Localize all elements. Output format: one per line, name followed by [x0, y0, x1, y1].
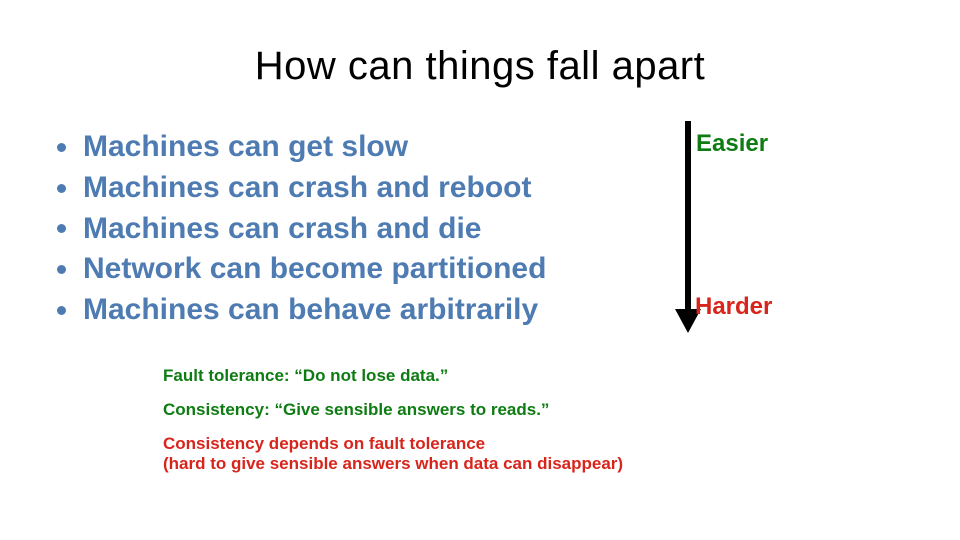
bullet-item-label: Machines can get slow — [83, 130, 409, 164]
bullet-icon — [57, 305, 66, 315]
bullet-item: Network can become partitioned — [57, 249, 546, 290]
note-fault-tolerance: Fault tolerance: “Do not lose data.” — [163, 366, 449, 385]
bullet-icon — [57, 142, 66, 152]
notes-block: Fault tolerance: “Do not lose data.” Con… — [163, 366, 623, 474]
bullet-item-label: Machines can crash and die — [83, 211, 482, 245]
bullet-list: Machines can get slow Machines can crash… — [57, 127, 546, 330]
bullet-item-label: Machines can crash and reboot — [83, 171, 532, 205]
easier-label: Easier — [696, 130, 769, 157]
note-dependency-line1: Consistency depends on fault tolerance — [163, 434, 486, 453]
bullet-item: Machines can crash and die — [57, 208, 546, 249]
harder-label: Harder — [695, 293, 773, 320]
note-consistency: Consistency: “Give sensible answers to r… — [163, 400, 550, 419]
note-dependency-line2: (hard to give sensible answers when data… — [163, 454, 624, 473]
bullet-icon — [57, 183, 66, 193]
bullet-icon — [57, 264, 66, 274]
bullet-item-label: Machines can behave arbitrarily — [83, 293, 539, 327]
bullet-item: Machines can behave arbitrarily — [57, 290, 546, 331]
difficulty-arrow-line — [685, 121, 691, 311]
bullet-icon — [57, 224, 66, 234]
slide-title: How can things fall apart — [254, 44, 706, 88]
bullet-item: Machines can crash and reboot — [57, 168, 546, 209]
down-arrow-icon — [675, 309, 701, 333]
bullet-item-label: Network can become partitioned — [83, 252, 547, 286]
bullet-item: Machines can get slow — [57, 127, 546, 168]
